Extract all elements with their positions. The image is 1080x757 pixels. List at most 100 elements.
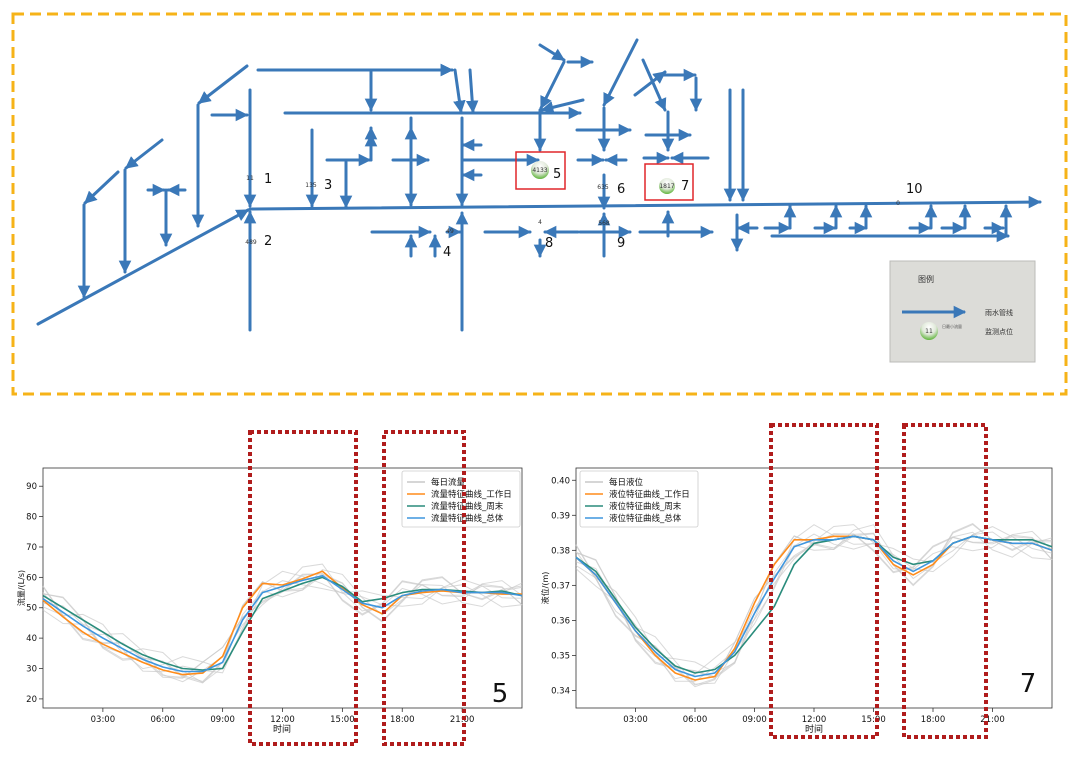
legend-title: 图例 xyxy=(918,274,934,284)
highlight-box-node-5 xyxy=(515,151,566,190)
y-tick-label: 0.39 xyxy=(551,511,570,521)
node-label-10: 10 xyxy=(906,182,923,197)
level-feature-lines xyxy=(575,535,1053,681)
flow-legend-overall: 流量特征曲线_总体 xyxy=(431,513,504,524)
pipe-lines xyxy=(36,38,1042,332)
level-legend-daily: 每日液位 xyxy=(609,477,644,488)
diagram-frame xyxy=(11,12,1068,396)
y-tick-label: 40 xyxy=(26,634,37,644)
value-1: 11 xyxy=(246,175,254,182)
level-x-ticks: 03:00 06:00 09:00 12:00 15:00 18:00 21:00 xyxy=(623,708,1005,725)
highlight-box-node-7 xyxy=(644,163,694,201)
level-panel-label: 7 xyxy=(1020,669,1037,699)
node-labels: 1 2 3 4 5 6 7 8 9 10 xyxy=(264,167,923,260)
value-6: 635 xyxy=(597,184,609,191)
value-10: 0 xyxy=(896,200,900,207)
series-line xyxy=(575,535,1053,678)
y-tick-label: 60 xyxy=(26,573,37,583)
y-tick-label: 90 xyxy=(26,482,37,492)
y-tick-label: 0.34 xyxy=(551,686,570,696)
level-y-axis-label: 液位/(m) xyxy=(540,572,550,605)
value-3: 135 xyxy=(305,182,317,189)
x-tick-label: 15:00 xyxy=(861,715,886,725)
y-tick-label: 20 xyxy=(26,695,37,705)
daily-line xyxy=(575,523,1053,678)
y-tick-label: 70 xyxy=(26,543,37,553)
monitor-values: 11 489 135 49 4133 635 1817 4 568 0 xyxy=(245,167,900,246)
y-tick-label: 80 xyxy=(26,513,37,523)
pipe-network-diagram: 11 489 135 49 4133 635 1817 4 568 0 1 2 … xyxy=(11,12,1068,396)
legend-point-label: 监测点位 xyxy=(985,327,1013,336)
node-label-8: 8 xyxy=(545,236,553,251)
monitor-marker-5 xyxy=(531,161,549,179)
x-tick-label: 03:00 xyxy=(91,715,116,725)
level-legend-weekend: 液位特征曲线_周末 xyxy=(609,501,682,512)
y-tick-label: 0.36 xyxy=(551,616,570,626)
flow-legend-workday: 流量特征曲线_工作日 xyxy=(431,489,512,500)
node-label-4: 4 xyxy=(443,245,451,260)
legend-sample-note: 日最小流量 xyxy=(942,323,962,329)
value-7: 1817 xyxy=(659,183,674,190)
flow-legend: 每日流量 流量特征曲线_工作日 流量特征曲线_周末 流量特征曲线_总体 xyxy=(401,470,521,528)
x-tick-label: 21:00 xyxy=(980,715,1005,725)
y-tick-label: 0.35 xyxy=(551,651,570,661)
x-tick-label: 09:00 xyxy=(742,715,767,725)
flow-y-axis-label: 流量/(L/s) xyxy=(16,570,26,606)
monitor-marker-7 xyxy=(659,178,675,194)
y-tick-label: 0.40 xyxy=(551,476,570,486)
level-legend-box xyxy=(579,470,699,528)
y-tick-label: 30 xyxy=(26,665,37,675)
value-8: 4 xyxy=(538,219,542,226)
value-4: 49 xyxy=(446,228,454,235)
flow-x-axis-label: 时间 xyxy=(273,723,291,735)
node-label-1: 1 xyxy=(264,172,272,187)
daily-line xyxy=(575,524,1053,685)
flow-y-ticks: 20 30 40 50 60 70 80 90 xyxy=(26,482,43,705)
y-tick-label: 0.38 xyxy=(551,546,570,556)
value-2: 489 xyxy=(245,239,257,246)
flow-feature-lines xyxy=(42,570,523,676)
flow-panel-label: 5 xyxy=(492,679,509,709)
node-label-2: 2 xyxy=(264,234,272,249)
daily-line xyxy=(42,563,523,683)
series-line xyxy=(42,570,522,676)
value-5: 4133 xyxy=(532,167,547,174)
node-label-7: 7 xyxy=(681,179,689,194)
level-x-axis-label: 时间 xyxy=(805,723,823,735)
x-tick-label: 18:00 xyxy=(921,715,946,725)
level-legend-overall: 液位特征曲线_总体 xyxy=(609,513,682,524)
x-tick-label: 18:00 xyxy=(390,715,415,725)
flow-legend-box xyxy=(401,470,521,528)
node-label-9: 9 xyxy=(617,236,625,251)
level-legend: 每日液位 液位特征曲线_工作日 液位特征曲线_周末 液位特征曲线_总体 xyxy=(579,470,699,528)
flow-highlight-window-1 xyxy=(248,430,358,746)
series-line xyxy=(42,575,523,673)
legend-pipe-label: 雨水管线 xyxy=(985,308,1013,317)
x-tick-label: 12:00 xyxy=(270,715,295,725)
network-legend: 图例 雨水管线 11 日最小流量 监测点位 xyxy=(889,260,1036,363)
y-tick-label: 50 xyxy=(26,604,37,614)
level-legend-workday: 液位特征曲线_工作日 xyxy=(609,489,690,500)
level-highlight-window-1 xyxy=(769,423,879,739)
level-y-ticks: 0.34 0.35 0.36 0.37 0.38 0.39 0.40 xyxy=(551,476,576,696)
legend-monitor-icon xyxy=(920,322,938,340)
legend-sample-value: 11 xyxy=(925,328,933,335)
x-tick-label: 15:00 xyxy=(330,715,355,725)
node-label-6: 6 xyxy=(617,182,625,197)
x-tick-label: 12:00 xyxy=(802,715,827,725)
x-tick-label: 06:00 xyxy=(151,715,176,725)
x-tick-label: 03:00 xyxy=(623,715,648,725)
y-tick-label: 0.37 xyxy=(551,581,570,591)
node-label-5: 5 xyxy=(553,167,561,182)
level-highlight-window-2 xyxy=(902,423,988,739)
x-tick-label: 06:00 xyxy=(683,715,708,725)
value-9: 568 xyxy=(598,220,610,227)
level-chart: 03:00 06:00 09:00 12:00 15:00 18:00 21:00 0.34… xyxy=(540,423,1053,739)
flow-legend-weekend: 流量特征曲线_周末 xyxy=(431,501,504,512)
flow-legend-daily: 每日流量 xyxy=(431,477,466,488)
x-tick-label: 09:00 xyxy=(210,715,235,725)
node-label-3: 3 xyxy=(324,178,332,193)
